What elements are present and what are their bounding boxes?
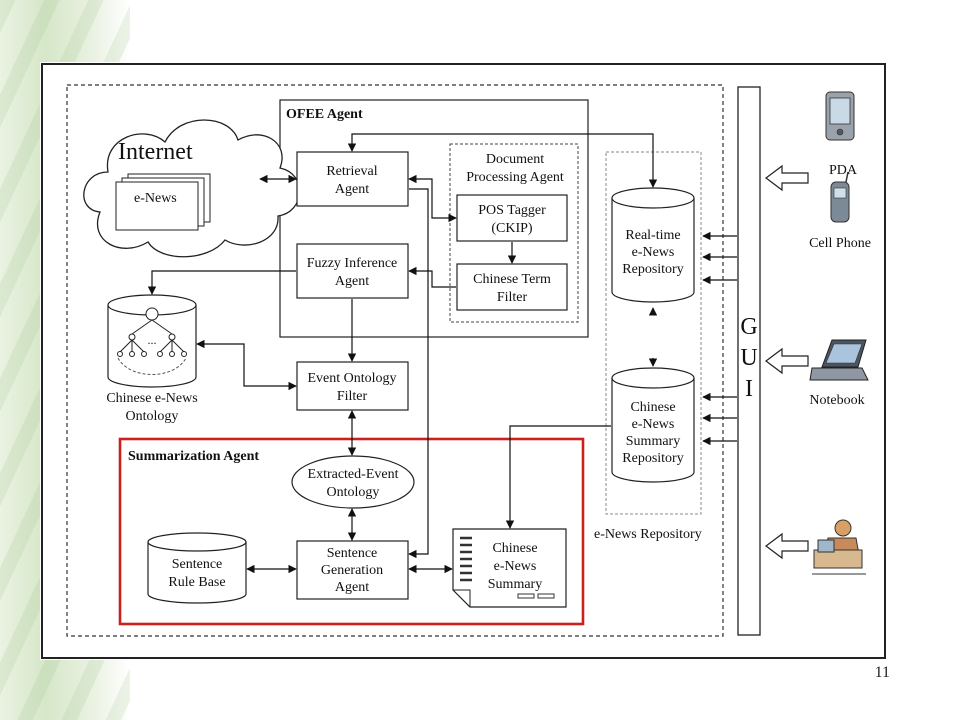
system-architecture-diagram: OFEE Agent Internet e-News Retrieval Age… — [40, 62, 887, 660]
doc-processing-label-2: Processing Agent — [466, 170, 564, 185]
sentence-gen-label-2: Generation — [321, 563, 383, 578]
ontology-label-2: Ontology — [126, 409, 179, 424]
sentence-gen-label-1: Sentence — [327, 546, 378, 561]
fuzzy-agent-label-2: Agent — [335, 274, 369, 289]
retrieval-agent-label-1: Retrieval — [326, 164, 377, 179]
extracted-event-label-2: Ontology — [327, 485, 380, 500]
ofee-agent-title: OFEE Agent — [286, 107, 363, 122]
summary-repo-label-4: Repository — [622, 451, 683, 466]
summarization-agent-title: Summarization Agent — [128, 449, 259, 464]
pos-tagger-label-2: (CKIP) — [491, 221, 533, 236]
chinese-term-filter-box — [456, 263, 568, 311]
event-ontology-filter-box — [296, 361, 409, 411]
gui-letter-i: I — [745, 376, 753, 402]
enews-page — [115, 181, 199, 231]
connectors — [147, 133, 737, 574]
sentence-rule-base-db — [147, 532, 247, 604]
event-filter-label-2: Filter — [337, 389, 368, 404]
device-arrow-notebook — [765, 347, 809, 375]
sentence-gen-label-3: Agent — [335, 580, 369, 595]
pos-tagger-label-1: POS Tagger — [478, 203, 546, 218]
chinese-enews-summary-doc — [452, 528, 567, 608]
ontology-label-1: Chinese e-News — [106, 391, 197, 406]
fuzzy-agent-label-1: Fuzzy Inference — [307, 256, 398, 271]
chinese-enews-ontology-db: ... — [107, 294, 197, 388]
event-filter-label-1: Event Ontology — [307, 371, 396, 386]
device-arrow-pda — [765, 164, 809, 192]
term-filter-label-2: Filter — [497, 290, 528, 305]
term-filter-label-1: Chinese Term — [473, 272, 551, 287]
gui-letter-u: U — [740, 345, 757, 371]
page-number: 11 — [874, 664, 890, 681]
gui-letter-g: G — [740, 314, 757, 340]
realtime-repo-label-3: Repository — [622, 262, 683, 277]
notebook-label: Notebook — [809, 393, 864, 408]
enews-label: e-News — [134, 191, 177, 206]
pda-icon — [825, 91, 855, 141]
notebook-icon — [809, 339, 869, 381]
rule-base-label-1: Sentence — [172, 557, 223, 572]
summary-text-lines-icon — [460, 536, 472, 582]
realtime-enews-repository-db — [611, 187, 695, 303]
summary-doc-label-3: Summary — [488, 577, 542, 592]
cell-phone-label: Cell Phone — [809, 236, 871, 251]
retrieval-agent-box — [296, 151, 409, 207]
system-boundary — [66, 84, 724, 637]
internet-label: Internet — [118, 139, 193, 165]
ofee-agent-box — [279, 99, 589, 338]
pos-tagger-box — [456, 194, 568, 242]
summary-repository-db — [611, 367, 695, 483]
device-arrow-user — [765, 532, 809, 560]
user-at-desk-icon — [812, 519, 866, 575]
document-processing-agent-box — [449, 143, 579, 323]
fuzzy-inference-agent-box — [296, 243, 409, 299]
extracted-event-ontology — [291, 455, 415, 509]
summary-repo-label-1: Chinese — [630, 400, 675, 415]
rule-base-label-2: Rule Base — [168, 575, 225, 590]
outer-frame — [41, 63, 886, 659]
gui-bar — [737, 86, 761, 636]
summary-doc-label-2: e-News — [494, 559, 537, 574]
sentence-generation-agent-box — [296, 540, 409, 600]
cell-phone-icon — [830, 171, 850, 223]
summary-repo-label-3: Summary — [626, 434, 680, 449]
summary-doc-label-1: Chinese — [492, 541, 537, 556]
doc-processing-label-1: Document — [486, 152, 544, 167]
enews-repository-label: e-News Repository — [594, 527, 702, 542]
realtime-repo-label-2: e-News — [632, 245, 675, 260]
retrieval-agent-label-2: Agent — [335, 182, 369, 197]
ontology-dots: ... — [148, 333, 157, 347]
summary-repo-label-2: e-News — [632, 417, 675, 432]
pda-label: PDA — [829, 163, 858, 178]
extracted-event-label-1: Extracted-Event — [308, 467, 399, 482]
internet-cloud: Internet e-News — [83, 119, 301, 258]
realtime-repo-label-1: Real-time — [625, 228, 680, 243]
